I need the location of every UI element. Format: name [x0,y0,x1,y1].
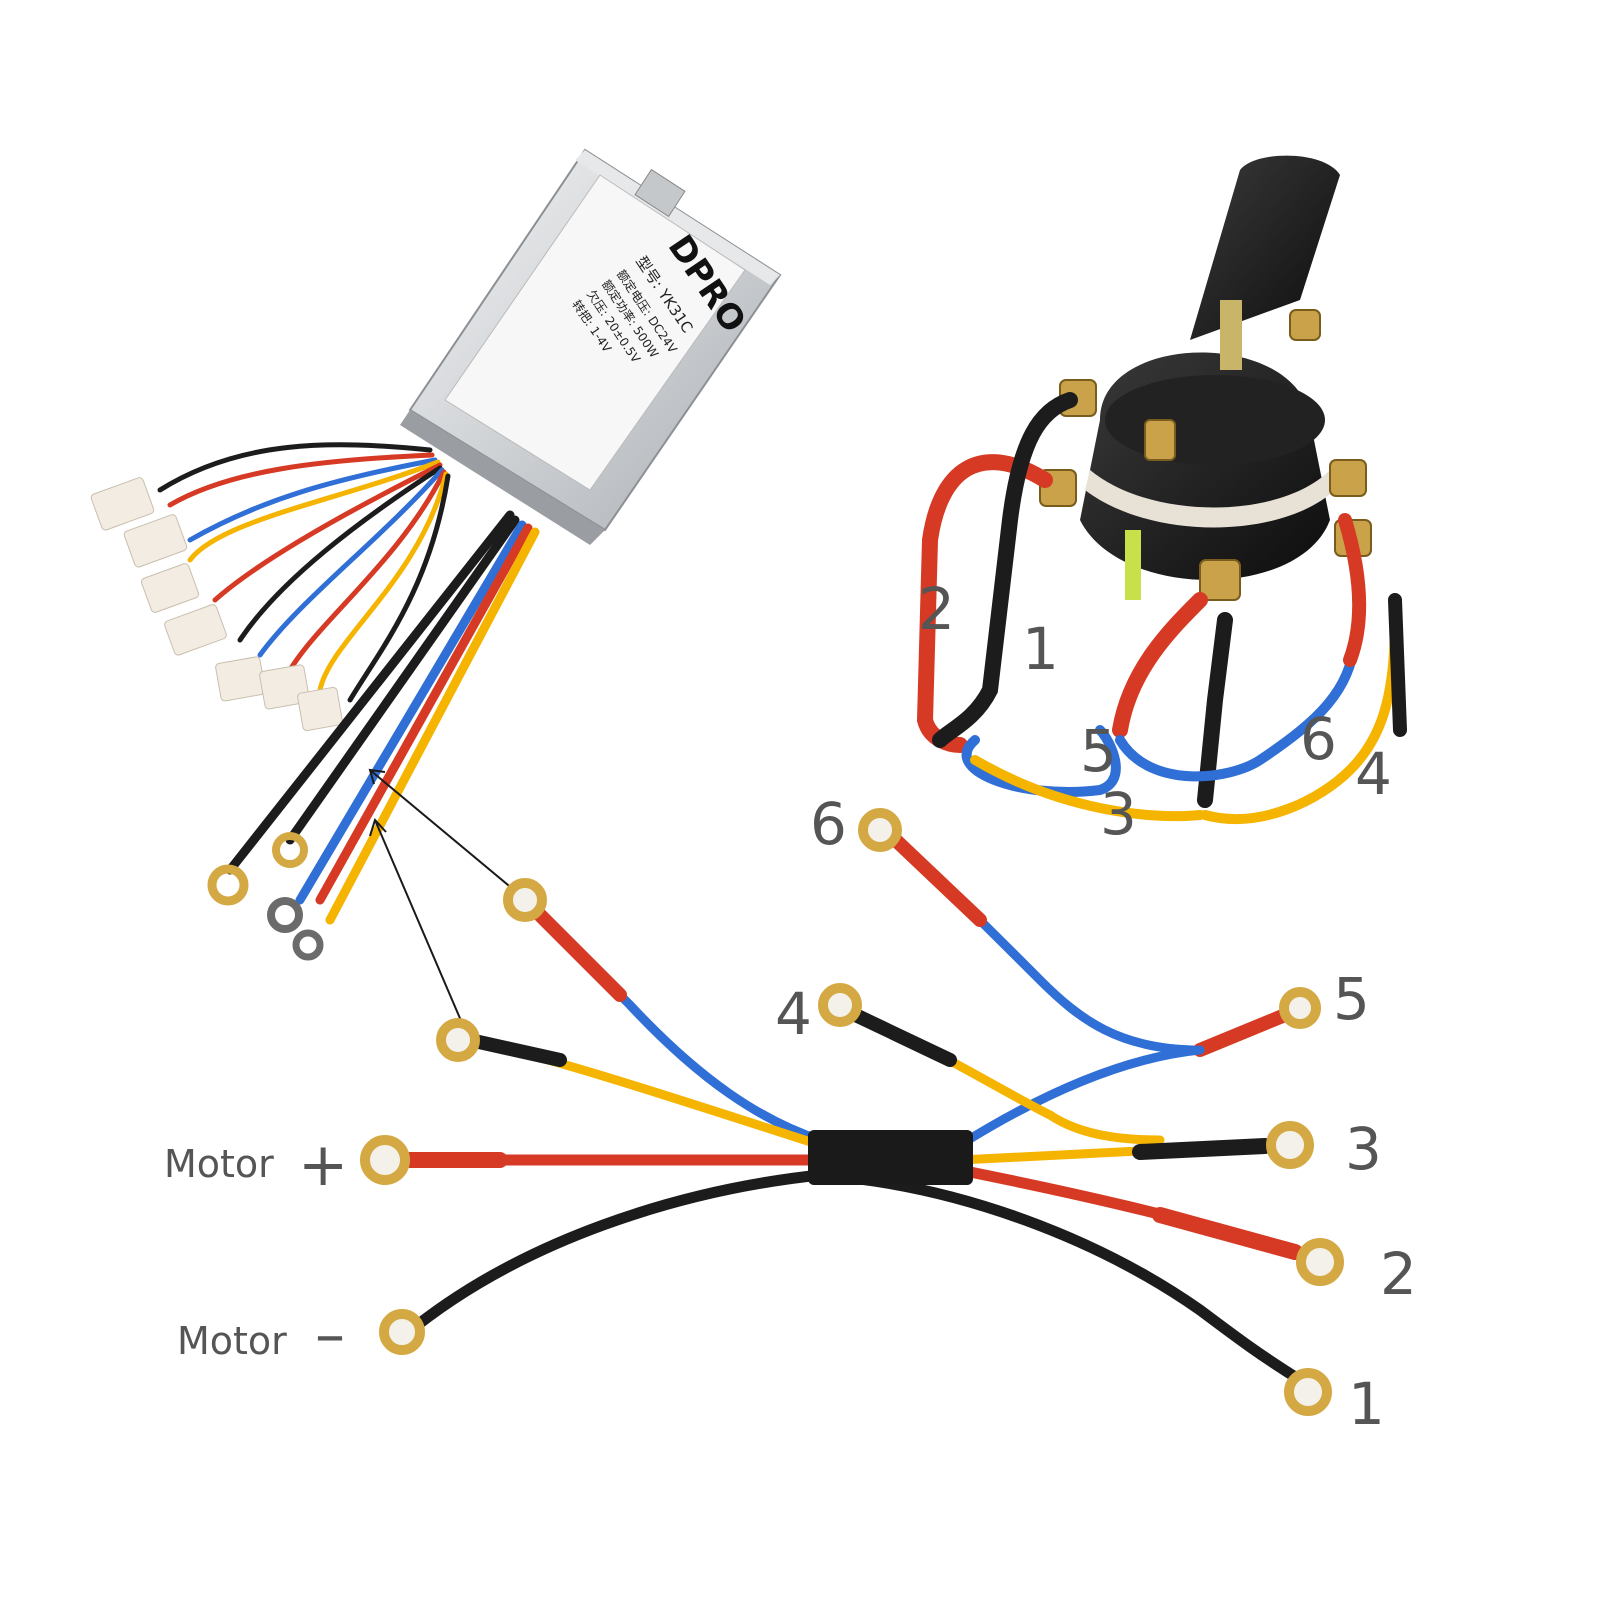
power-leads [225,510,540,925]
terminal-6 [858,808,902,852]
switch-label-3: 3 [1100,780,1137,848]
terminal-screw [1289,309,1321,341]
switch-ring [1085,470,1335,528]
connector-6 [259,664,310,710]
ring-terminal [267,897,303,933]
harness-label-6: 6 [810,790,847,858]
motor-minus-label: Motor [177,1319,287,1363]
tape-bundle [808,1130,973,1185]
motor-plus-sign: + [298,1130,349,1200]
switch-label-2: 2 [918,575,955,643]
reversing-switch [916,155,1407,824]
switch-handle [1190,155,1340,340]
ring-terminal [207,864,249,906]
ring-terminal [272,832,308,868]
connector-5 [215,656,266,702]
terminal-5 [1279,987,1321,1029]
signal-connectors [90,477,343,732]
harness-terminals [360,808,1344,1416]
terminal-left [436,1018,480,1062]
motor-minus-sign: – [315,1300,345,1370]
controller-side [400,410,605,545]
switch-label-6: 6 [1300,705,1337,773]
terminal-left-top [503,878,547,922]
switch-wires [916,392,1407,824]
connector-2 [123,514,188,568]
switch-label-1: 1 [1022,615,1059,683]
ring-terminal [292,929,324,961]
motor-plus-label: Motor [164,1142,274,1186]
terminal-screw [1329,459,1367,497]
controller-label [444,174,746,491]
arrow-to-blue-lead [369,769,521,896]
switch-label-4: 4 [1355,740,1392,808]
connector-7 [297,686,343,732]
harness-wires [392,823,1306,1386]
terminal-2 [1296,1238,1344,1286]
terminal-screw [1199,559,1241,601]
terminal-4 [818,983,862,1027]
terminal-screw [1144,419,1176,461]
harness-label-5: 5 [1333,965,1370,1033]
terminal-1 [1284,1368,1332,1416]
harness-label-1: 1 [1348,1370,1385,1438]
harness-label-4: 4 [775,980,812,1048]
terminal-motor-plus [360,1135,410,1185]
signal-wires [157,442,451,703]
connector-3 [140,563,200,613]
terminal-3 [1266,1121,1314,1169]
switch-label-5: 5 [1080,717,1117,785]
connector-4 [164,604,227,656]
terminal-motor-minus [379,1309,425,1355]
harness-label-2: 2 [1380,1240,1417,1308]
motor-controller: DPRO 型号: YK31C 额定电压: DC24V 额定功率: 500W 欠压… [400,148,782,545]
arrow-to-yellow-lead [374,819,466,1031]
switch-terminals [1039,309,1372,601]
controller-terminals [207,832,324,961]
annotation-arrows [368,768,521,1031]
connector-1 [90,477,155,531]
harness-label-3: 3 [1345,1115,1382,1183]
